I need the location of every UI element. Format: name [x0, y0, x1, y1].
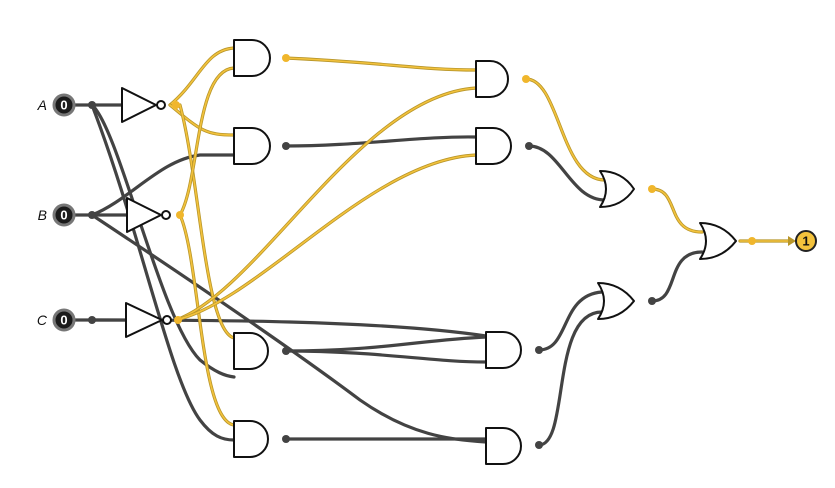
input-a-label: A — [37, 97, 47, 113]
and-gate-4[interactable] — [475, 127, 512, 165]
input-b-label: B — [38, 207, 47, 223]
wire-or1-to-or3 — [650, 187, 704, 234]
and-gate-6[interactable] — [233, 420, 269, 458]
output-node[interactable]: 1 — [788, 230, 817, 252]
wire-and2-to-and4 — [283, 135, 478, 148]
or-gate-1[interactable] — [599, 170, 635, 208]
input-c-value: 0 — [60, 313, 67, 328]
active-wires — [168, 46, 794, 427]
and-gate-7[interactable] — [485, 331, 522, 369]
and-gate-2[interactable] — [233, 127, 271, 165]
and-gate-1[interactable] — [233, 39, 271, 77]
wire-notc-to-and3 — [174, 86, 478, 322]
junction-dots — [88, 54, 756, 449]
wire-and6r-to-or2 — [537, 310, 604, 447]
and-gate-8[interactable] — [485, 427, 522, 465]
output-arrow-icon — [788, 236, 796, 246]
wire-and5r-to-or2 — [537, 290, 604, 352]
input-c[interactable]: C 0 — [37, 308, 76, 332]
not-gate-a[interactable] — [121, 87, 166, 123]
wire-and3-to-or1 — [524, 77, 607, 182]
or-gate-2[interactable] — [597, 282, 635, 320]
and-gate-3[interactable] — [475, 60, 509, 98]
wire-and5-to-and5r — [283, 335, 488, 364]
wire-or2-to-or3 — [650, 250, 704, 303]
input-b[interactable]: B 0 — [38, 203, 76, 227]
not-gate-b[interactable] — [126, 197, 171, 233]
input-a-value: 0 — [60, 98, 67, 113]
wire-a-to-and5 — [90, 103, 236, 379]
input-a[interactable]: A 0 — [37, 93, 76, 117]
or-gate-3[interactable] — [699, 222, 737, 260]
and-gate-5[interactable] — [233, 332, 269, 370]
input-c-label: C — [37, 312, 48, 328]
wire-notc-to-and4 — [174, 153, 478, 322]
inactive-wires — [70, 103, 704, 447]
input-b-value: 0 — [60, 208, 67, 223]
output-value: 1 — [802, 234, 809, 249]
wire-and4-to-or1 — [527, 144, 607, 202]
wire-a-to-and6 — [90, 103, 236, 442]
not-gate-c[interactable] — [125, 302, 172, 338]
wire-b-to-and6r — [90, 213, 488, 444]
